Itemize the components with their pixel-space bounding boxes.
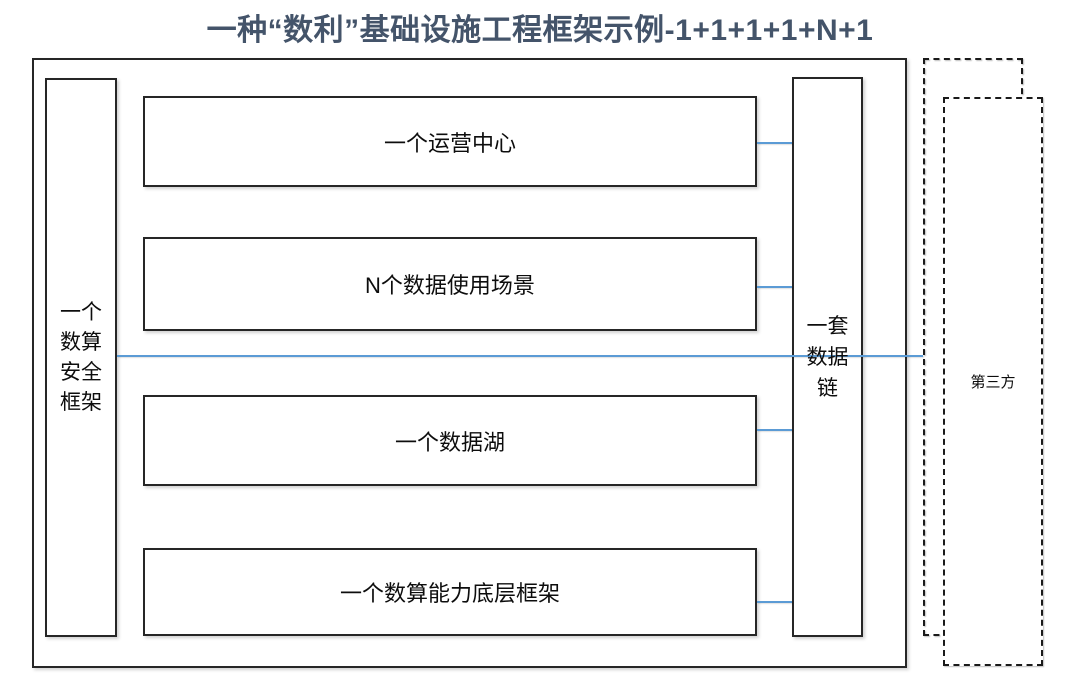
- diagram-title: 一种“数利”基础设施工程框架示例-1+1+1+1+N+1: [206, 14, 874, 47]
- security-frame-label: 一个 数算 安全 框架: [60, 300, 102, 414]
- layer-label-data-lake: 一个数据湖: [394, 429, 505, 455]
- layer-label-data-use-scenarios: N个数据使用场景: [365, 273, 535, 298]
- connector-line-data-lake: [757, 429, 792, 431]
- connector-line-data-use-scenarios: [757, 286, 792, 288]
- connector-line-operations-center: [757, 142, 792, 144]
- layer-box-operations-center: 一个运营中心: [143, 96, 757, 187]
- layer-label-operations-center: 一个运营中心: [383, 130, 516, 156]
- connector-line-computing-capability: [757, 601, 792, 603]
- layer-label-computing-capability-framework: 一个数算能力底层框架: [339, 581, 560, 606]
- layer-box-computing-capability-framework: 一个数算能力底层框架: [143, 548, 757, 636]
- data-chain-label: 一套 数据 链: [806, 314, 849, 400]
- layer-box-data-use-scenarios: N个数据使用场景: [143, 237, 757, 331]
- security-frame-box: 一个 数算 安全 框架: [45, 78, 117, 637]
- layer-box-data-lake: 一个数据湖: [143, 395, 757, 486]
- third-party-label: 第三方: [970, 374, 1016, 391]
- third-party-box: 第三方: [943, 97, 1043, 666]
- main-data-connector-line: [117, 355, 923, 357]
- data-chain-box: 一套 数据 链: [792, 77, 863, 637]
